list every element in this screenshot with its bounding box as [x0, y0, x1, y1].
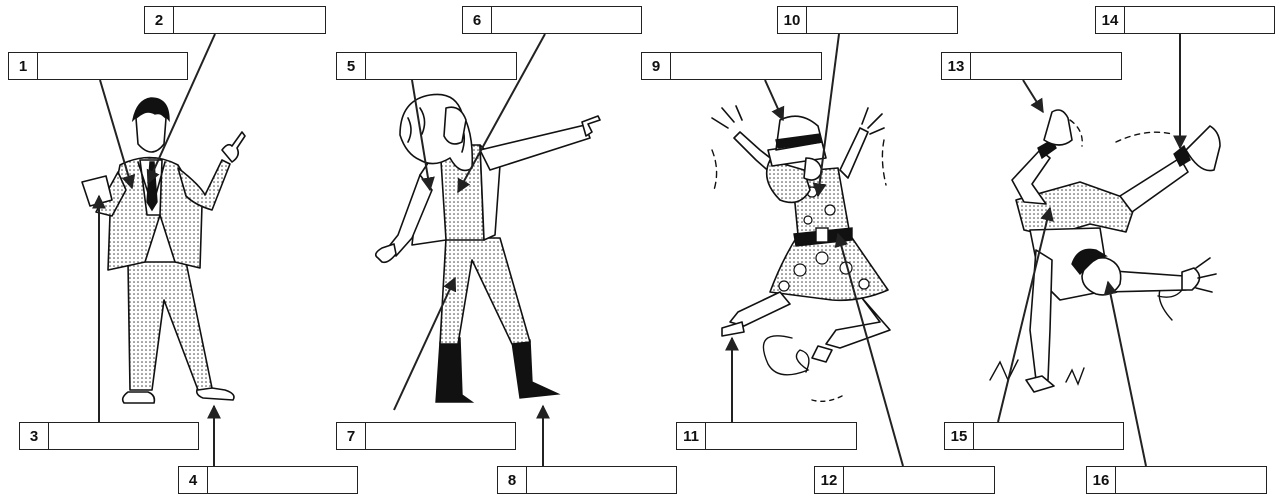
answer-field-15[interactable]	[974, 423, 1123, 449]
label-number: 16	[1087, 467, 1116, 493]
pointer-line-7	[393, 276, 457, 411]
answer-field-9[interactable]	[671, 53, 821, 79]
answer-field-5[interactable]	[366, 53, 516, 79]
label-number: 12	[815, 467, 844, 493]
label-number: 3	[20, 423, 49, 449]
label-number: 1	[9, 53, 38, 79]
pointer-line-5	[411, 79, 435, 192]
pointer-line-13	[1022, 79, 1044, 114]
answer-field-14[interactable]	[1125, 7, 1274, 33]
label-box-5[interactable]: 5	[336, 52, 517, 80]
label-box-1[interactable]: 1	[8, 52, 188, 80]
answer-field-11[interactable]	[706, 423, 856, 449]
label-box-2[interactable]: 2	[144, 6, 326, 34]
answer-field-3[interactable]	[49, 423, 198, 449]
label-box-3[interactable]: 3	[19, 422, 199, 450]
label-number: 11	[677, 423, 706, 449]
label-box-13[interactable]: 13	[941, 52, 1122, 80]
pointer-lines	[92, 33, 1187, 467]
label-box-8[interactable]: 8	[497, 466, 677, 494]
label-box-16[interactable]: 16	[1086, 466, 1267, 494]
answer-field-4[interactable]	[208, 467, 357, 493]
pointer-line-16	[1103, 280, 1147, 467]
label-box-6[interactable]: 6	[462, 6, 642, 34]
answer-field-13[interactable]	[971, 53, 1121, 79]
label-number: 4	[179, 467, 208, 493]
answer-field-7[interactable]	[366, 423, 515, 449]
pointer-line-1	[99, 79, 136, 190]
label-box-4[interactable]: 4	[178, 466, 358, 494]
girl-jumping-icon	[711, 105, 891, 403]
label-box-7[interactable]: 7	[336, 422, 516, 450]
pointer-line-15	[997, 206, 1054, 423]
answer-field-8[interactable]	[527, 467, 676, 493]
label-number: 13	[942, 53, 971, 79]
answer-field-2[interactable]	[174, 7, 325, 33]
label-box-11[interactable]: 11	[676, 422, 857, 450]
label-number: 14	[1096, 7, 1125, 33]
pointer-line-9	[764, 79, 785, 122]
pointer-line-12	[834, 232, 904, 467]
label-box-15[interactable]: 15	[944, 422, 1124, 450]
label-box-12[interactable]: 12	[814, 466, 995, 494]
answer-field-16[interactable]	[1116, 467, 1266, 493]
answer-field-12[interactable]	[844, 467, 994, 493]
pointer-line-2	[146, 33, 216, 185]
label-number: 9	[642, 53, 671, 79]
label-number: 2	[145, 7, 174, 33]
answer-field-10[interactable]	[807, 7, 957, 33]
label-number: 7	[337, 423, 366, 449]
label-number: 15	[945, 423, 974, 449]
label-number: 6	[463, 7, 492, 33]
label-number: 5	[337, 53, 366, 79]
label-number: 8	[498, 467, 527, 493]
label-box-9[interactable]: 9	[641, 52, 822, 80]
label-number: 10	[778, 7, 807, 33]
pointer-line-6	[457, 33, 546, 194]
woman-pointing-icon	[374, 93, 601, 403]
label-box-10[interactable]: 10	[777, 6, 958, 34]
answer-field-6[interactable]	[492, 7, 641, 33]
boy-cartwheel-icon	[989, 109, 1221, 393]
answer-field-1[interactable]	[38, 53, 187, 79]
man-in-suit-icon	[81, 97, 246, 404]
pointer-line-10	[812, 33, 840, 198]
label-box-14[interactable]: 14	[1095, 6, 1275, 34]
